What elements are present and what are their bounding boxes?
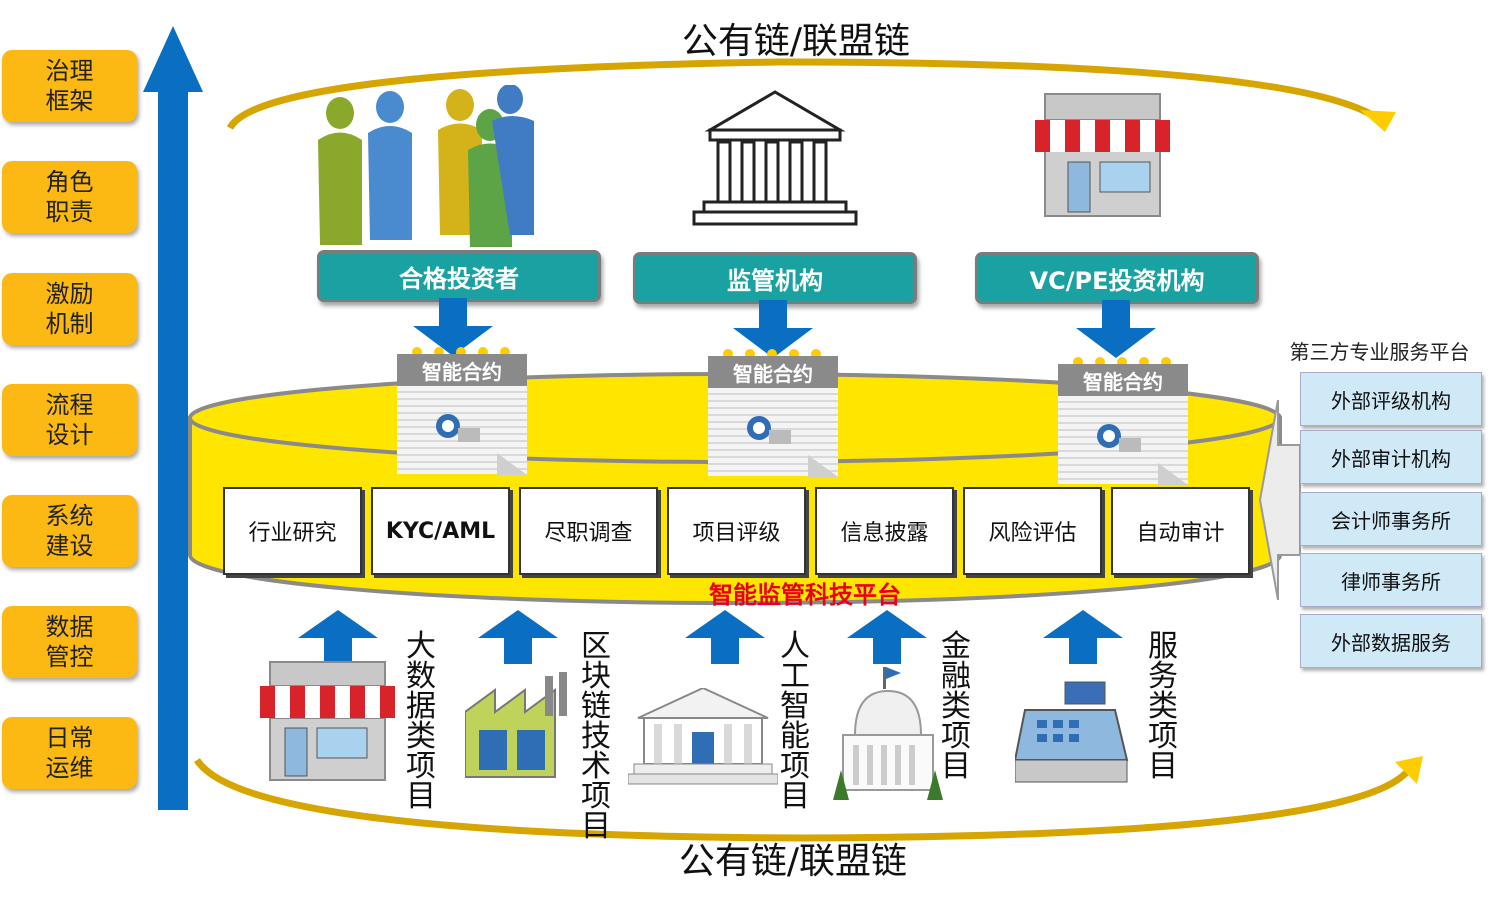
gear-icon [747,416,791,444]
function-risk-assessment: 风险评估 [963,487,1102,575]
bank-icon [692,90,858,226]
up-arrow-4 [847,610,927,664]
up-arrow-2 [478,610,558,664]
gear-icon [436,414,480,442]
project-service: 服务类项目 [1148,629,1178,784]
function-auto-audit: 自动审计 [1111,487,1250,575]
down-arrow-2 [733,300,813,358]
participant-vc-pe: VC/PE投资机构 [975,252,1259,304]
top-chain-arc [226,58,1396,132]
platform-name: 智能监管科技平台 [709,581,901,609]
participant-regulators: 监管机构 [633,252,917,304]
up-arrow-1 [298,610,378,664]
function-industry-research: 行业研究 [223,487,362,575]
capitol-icon [833,667,943,800]
up-arrow-3 [685,610,765,664]
service-rating-agency: 外部评级机构 [1300,372,1482,426]
smart-contract-1: 智能合约 [397,347,527,475]
layer-incentives: 激励机制 [2,273,137,345]
project-ai: 人工智能项目 [780,629,810,814]
project-big-data: 大数据类项目 [406,629,436,814]
layer-system: 系统建设 [2,495,137,567]
vertical-arrow [143,26,203,810]
project-blockchain: 区块链技术项目 [581,629,611,844]
project-finance: 金融类项目 [941,629,971,784]
factory-icon [465,672,567,778]
gear-icon [1097,424,1141,452]
bottom-chain-arc [194,756,1423,842]
layer-operations: 日常运维 [2,717,137,789]
smart-contract-label: 智能合约 [708,356,838,388]
smart-contract-label: 智能合约 [1058,364,1188,396]
chain-title-bottom: 公有链/联盟链 [678,841,908,882]
function-project-rating: 项目评级 [667,487,806,575]
up-arrow-5 [1043,610,1123,664]
layer-roles: 角色职责 [2,161,137,233]
function-kyc-aml: KYC/AML [371,487,510,575]
service-data: 外部数据服务 [1300,614,1482,668]
participant-qualified-investors: 合格投资者 [317,250,601,302]
layer-data: 数据管控 [2,606,137,678]
shop-icon [1035,93,1170,217]
service-accounting-firm: 会计师事务所 [1300,492,1482,546]
chain-title-top: 公有链/联盟链 [681,21,911,62]
cash-register-icon [1015,681,1129,783]
function-disclosure: 信息披露 [815,487,954,575]
left-arrow-third-party [1258,399,1301,601]
museum-icon [628,688,778,785]
smart-contract-3: 智能合约 [1058,357,1188,485]
service-law-firm: 律师事务所 [1300,553,1482,607]
function-due-diligence: 尽职调查 [519,487,658,575]
service-audit-agency: 外部审计机构 [1300,430,1482,484]
layer-process: 流程设计 [2,384,137,456]
smart-contract-label: 智能合约 [397,354,527,386]
smart-contract-2: 智能合约 [708,349,838,477]
down-arrow-3 [1076,300,1156,358]
layer-governance: 治理框架 [2,50,137,122]
down-arrow-1 [413,298,493,356]
third-party-title: 第三方专业服务平台 [1289,340,1470,364]
people-icon [318,85,534,247]
shop-icon [260,661,395,781]
